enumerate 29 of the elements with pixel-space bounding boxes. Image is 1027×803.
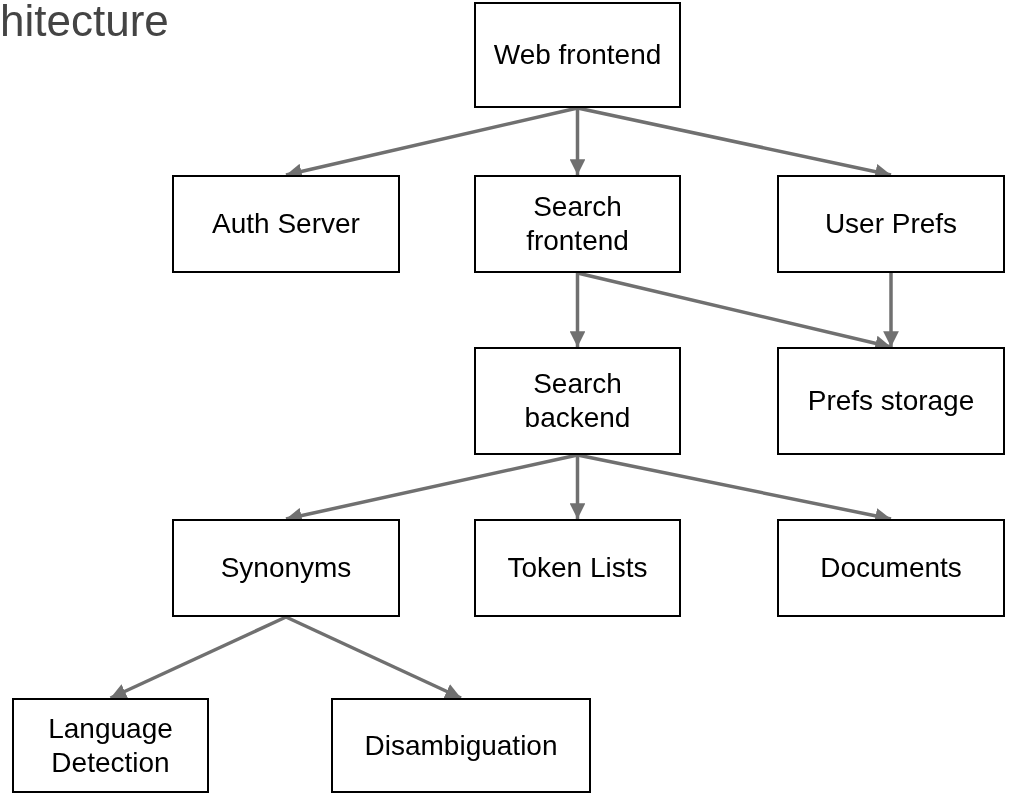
arrow bbox=[109, 615, 287, 700]
arrow bbox=[569, 455, 586, 519]
diagram-title: hitecture bbox=[0, 0, 169, 46]
process-box bbox=[474, 347, 681, 455]
box-label: User Prefs bbox=[824, 207, 958, 241]
box-label: Prefs storage bbox=[807, 384, 975, 418]
box-label: Token Lists bbox=[507, 551, 648, 585]
arrow bbox=[569, 108, 586, 175]
arrow bbox=[883, 273, 899, 347]
box-label: Language Detection bbox=[47, 711, 174, 780]
box-label: Synonyms bbox=[220, 551, 352, 585]
process-box bbox=[331, 698, 591, 793]
process-box bbox=[777, 175, 1005, 273]
process-box bbox=[12, 698, 209, 793]
box-label: Auth Server bbox=[212, 207, 360, 241]
process-box bbox=[172, 519, 400, 617]
box-label: Search backend bbox=[523, 367, 632, 435]
process-box bbox=[474, 2, 681, 108]
box-label: Disambiguation bbox=[364, 728, 558, 763]
arrow bbox=[285, 615, 462, 700]
process-box bbox=[777, 519, 1005, 617]
arrow bbox=[569, 273, 586, 347]
box-label: Documents bbox=[820, 551, 962, 585]
process-box bbox=[172, 175, 400, 273]
box-label: Web frontend bbox=[493, 38, 662, 72]
process-box bbox=[474, 175, 681, 273]
process-box bbox=[474, 519, 681, 617]
box-label: Search frontend bbox=[525, 190, 630, 258]
process-box bbox=[777, 347, 1005, 455]
